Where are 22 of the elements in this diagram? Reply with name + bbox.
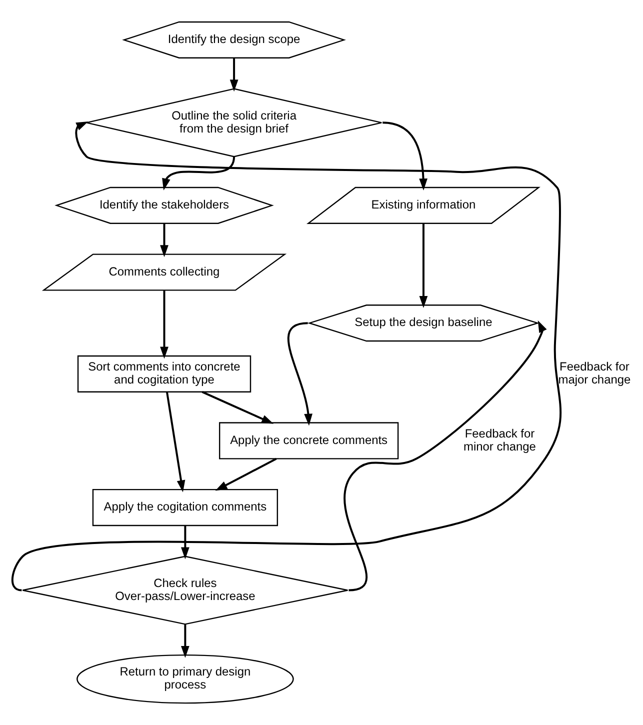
node-ellipse: Return to primary design process (76, 654, 294, 704)
arrow (382, 122, 428, 191)
edge-label: Feedback for major change (558, 360, 631, 386)
arrow (162, 156, 236, 190)
arrow (160, 290, 168, 359)
arrow (215, 458, 277, 491)
arrow (12, 121, 562, 591)
edge-label: Feedback for minor change (464, 426, 536, 454)
arrow (230, 58, 238, 92)
node-box: Sort comments into concrete and cogitation type (77, 355, 252, 392)
arrow (344, 320, 547, 592)
node-diamond: Outline the solid criteria from the design brief (86, 88, 382, 158)
node-box: Apply the cogitation comments (92, 488, 278, 526)
node-box: Apply the concrete comments (219, 422, 399, 460)
arrow (181, 526, 190, 560)
arrow (202, 391, 274, 424)
arrow (181, 624, 190, 658)
arrow (287, 322, 312, 426)
arrow (160, 223, 168, 258)
arrow (166, 392, 186, 492)
arrow (419, 224, 428, 308)
node-diamond: Check rules Over-pass/Lower-increase (22, 556, 348, 625)
